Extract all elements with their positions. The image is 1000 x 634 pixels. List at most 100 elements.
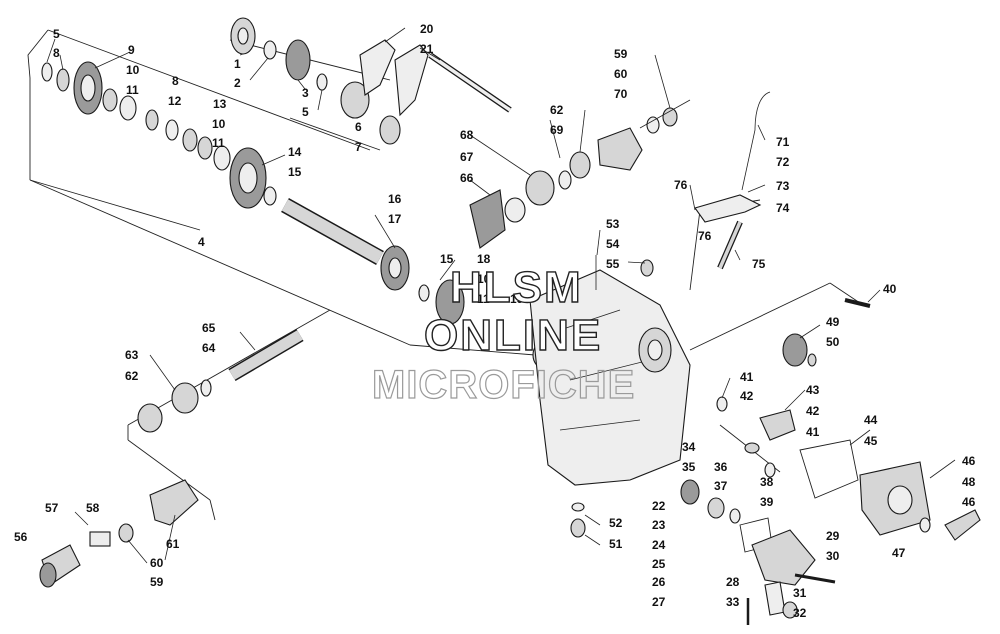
- sleeve-6: [340, 81, 370, 119]
- washer-64: [200, 379, 212, 397]
- label-5: 5: [53, 27, 60, 41]
- drain-plug-51: [570, 518, 586, 538]
- label-53: 53: [606, 217, 620, 231]
- label-27: 27: [652, 595, 666, 609]
- label-10: 10: [126, 63, 140, 77]
- label-46: 46: [962, 454, 976, 468]
- label-49: 49: [826, 315, 840, 329]
- washer-12: [145, 109, 159, 131]
- label-31: 31: [793, 586, 807, 600]
- label-56: 56: [14, 530, 28, 544]
- flange-70: [597, 127, 643, 171]
- label-76: 76: [674, 178, 688, 192]
- label-30: 30: [826, 549, 840, 563]
- detent-36: [744, 442, 760, 454]
- label-36: 36: [714, 460, 728, 474]
- label-61: 61: [166, 537, 180, 551]
- label-74: 74: [776, 201, 790, 215]
- shift-arm-74: [694, 194, 762, 223]
- label-42: 42: [740, 389, 754, 403]
- watermark-line-2: ONLINE: [424, 311, 602, 360]
- bushing-10: [102, 88, 118, 112]
- label-69: 69: [550, 123, 564, 137]
- u-joint-parts: [39, 479, 199, 588]
- label-9: 9: [128, 43, 135, 57]
- watermark-line-3: MICROFICHE: [372, 363, 635, 407]
- label-51: 51: [609, 537, 623, 551]
- label-33: 33: [726, 595, 740, 609]
- label-25: 25: [652, 557, 666, 571]
- washer-2: [263, 40, 277, 60]
- washer-8: [56, 68, 70, 92]
- spacer-67: [504, 197, 526, 223]
- ring-5b: [316, 73, 328, 91]
- label-20: 20: [420, 22, 434, 36]
- label-64: 64: [202, 341, 216, 355]
- thrust-13: [182, 128, 198, 152]
- nut-59: [662, 107, 678, 127]
- part-number-labels: 5 8 9 10 11 8 12 13 10 11 14 15 4 1 2 3 …: [14, 22, 976, 620]
- shift-fork-20a: [359, 39, 396, 96]
- cap-60: [118, 523, 134, 543]
- snap-ring-5: [41, 62, 53, 82]
- output-shaft-parts: [137, 328, 304, 433]
- label-63: 63: [125, 348, 139, 362]
- gear-18: [435, 279, 465, 325]
- label-60: 60: [614, 67, 628, 81]
- gear-49: [782, 333, 808, 367]
- shift-fork-20b: [394, 44, 429, 117]
- label-46: 46: [962, 495, 976, 509]
- bearing-22: [680, 479, 700, 505]
- label-16: 16: [388, 192, 402, 206]
- label-23: 23: [652, 518, 666, 532]
- label-41: 41: [806, 425, 820, 439]
- lever-48: [944, 509, 981, 541]
- label-55: 55: [606, 257, 620, 271]
- label-47: 47: [892, 546, 906, 560]
- label-65: 65: [202, 321, 216, 335]
- lower-parts: [680, 442, 836, 625]
- bevel-gear-66: [469, 189, 506, 249]
- yoke-61: [149, 479, 199, 526]
- bevel-gear-parts: [469, 107, 678, 249]
- label-60: 60: [150, 556, 164, 570]
- washer-60: [646, 116, 660, 134]
- washer-15: [263, 186, 277, 206]
- washer-25: [729, 508, 741, 524]
- label-10: 10: [477, 272, 491, 286]
- label-44: 44: [864, 413, 878, 427]
- label-18: 18: [477, 252, 491, 266]
- label-24: 24: [652, 538, 666, 552]
- label-52: 52: [609, 516, 623, 530]
- label-57: 57: [45, 501, 59, 515]
- label-2: 2: [234, 76, 241, 90]
- bolt-50: [807, 353, 817, 367]
- seal-24: [707, 497, 725, 519]
- cross-57: [89, 531, 111, 547]
- label-59: 59: [614, 47, 628, 61]
- breather-55: [640, 259, 654, 277]
- label-4: 4: [198, 235, 205, 249]
- transmission-case: [529, 255, 691, 538]
- label-62: 62: [125, 369, 139, 383]
- label-8: 8: [53, 46, 60, 60]
- label-68: 68: [460, 128, 474, 142]
- washer-52: [571, 502, 585, 512]
- label-11: 11: [212, 136, 225, 150]
- bearing-11: [119, 95, 137, 121]
- bolt-31: [794, 573, 836, 584]
- label-7: 7: [355, 140, 362, 154]
- bearing-68: [525, 170, 555, 206]
- fitting-29: [764, 581, 786, 616]
- seal-47: [919, 517, 931, 533]
- label-15: 15: [440, 252, 454, 266]
- label-26: 26: [652, 575, 666, 589]
- label-3: 3: [302, 86, 309, 100]
- label-17: 17: [388, 212, 402, 226]
- label-40: 40: [883, 282, 897, 296]
- label-22: 22: [652, 499, 666, 513]
- label-76: 76: [698, 229, 712, 243]
- label-45: 45: [864, 434, 878, 448]
- label-41: 41: [740, 370, 754, 384]
